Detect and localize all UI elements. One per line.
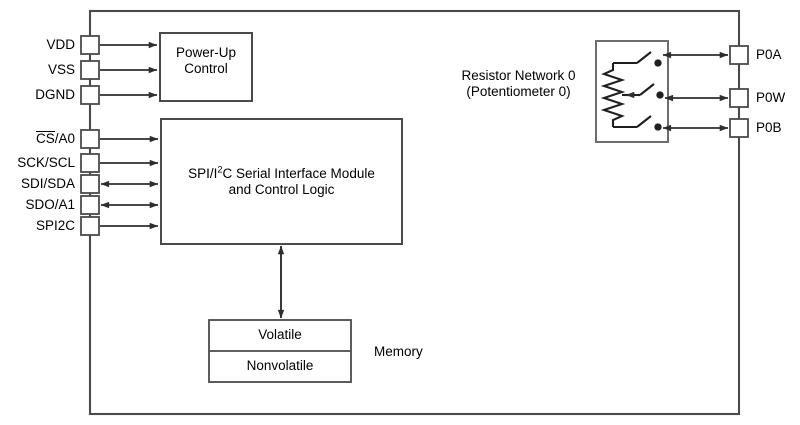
serial-interface-line1-pre: SPI/I: [188, 166, 218, 181]
cs-overline-text: CS: [35, 131, 55, 146]
pin-label-spi2c: SPI2C: [35, 218, 75, 233]
pin-pad-p0b: [729, 118, 749, 138]
pin-pad-sck-scl: [80, 153, 100, 173]
memory-volatile-label: Volatile: [258, 327, 302, 342]
pin-pad-vdd: [80, 35, 100, 55]
resistor-zigzag: [600, 63, 626, 127]
resistor-network-caption-line1: Resistor Network 0: [461, 68, 576, 83]
pin-pad-p0w: [729, 88, 749, 108]
switch-a-blade: [636, 51, 652, 64]
pin-label-sdi-sda: SDI/SDA: [20, 176, 75, 191]
pin-label-dgnd: DGND: [35, 87, 75, 102]
pin-label-p0b: P0B: [756, 120, 782, 135]
power-up-control-block: [159, 32, 253, 102]
serial-interface-line1-post: C Serial Interface Module: [222, 166, 375, 181]
pin-pad-cs-a0: [80, 129, 100, 149]
pin-label-sck-scl: SCK/SCL: [17, 155, 75, 170]
switch-b-node: [654, 123, 662, 131]
pin-pad-dgnd: [80, 85, 100, 105]
serial-interface-block: [160, 118, 403, 245]
pin-pad-vss: [80, 60, 100, 80]
switch-a-node: [654, 59, 662, 67]
pin-pad-p0a: [729, 45, 749, 65]
pin-label-sdo-a1: SDO/A1: [25, 197, 75, 212]
pin-label-vdd: VDD: [46, 37, 75, 52]
resistor-network-caption-line2: (Potentiometer 0): [466, 83, 571, 99]
cs-suffix-text: /A0: [54, 131, 75, 146]
serial-interface-line2: and Control Logic: [228, 181, 335, 197]
resistor-network-caption: Resistor Network 0 (Potentiometer 0): [446, 68, 591, 100]
pin-pad-spi2c: [80, 216, 100, 236]
serial-interface-label: SPI/I2C Serial Interface Module and Cont…: [161, 164, 402, 198]
memory-nonvolatile-label: Nonvolatile: [246, 358, 314, 373]
pin-label-vss: VSS: [47, 62, 75, 77]
superscript-two: 2: [217, 164, 223, 175]
switch-b-blade: [636, 115, 652, 128]
memory-label: Memory: [374, 344, 423, 359]
pin-label-p0a: P0A: [756, 47, 782, 62]
power-up-control-label: Power-Up Control: [175, 45, 237, 76]
pin-label-p0w: P0W: [756, 90, 786, 105]
pin-label-cs-a0: CS/A0: [0, 131, 75, 147]
pin-pad-sdi-sda: [80, 174, 100, 194]
switch-w-node: [656, 91, 664, 99]
switch-w-blade: [639, 83, 655, 96]
pin-pad-sdo-a1: [80, 195, 100, 215]
